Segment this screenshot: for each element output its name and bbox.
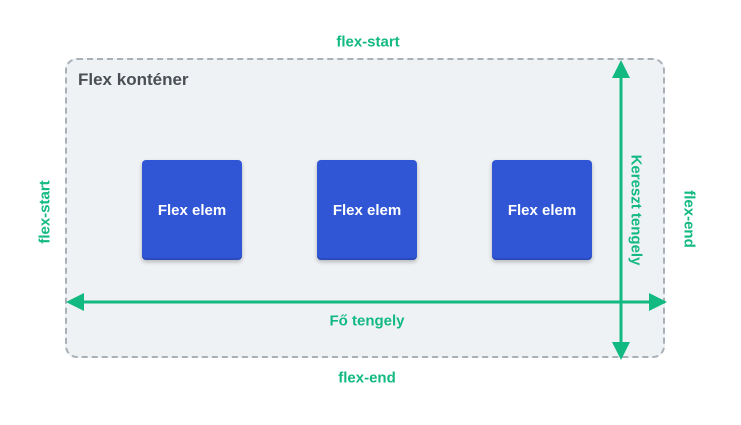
cross-axis-start-label: flex-start (336, 33, 400, 51)
cross-axis-bottom-arrowhead (612, 342, 630, 360)
main-axis-label: Fő tengely (329, 312, 405, 330)
main-axis-left-arrowhead (66, 293, 84, 311)
cross-axis-end-label: flex-end (338, 369, 396, 387)
main-axis-arrow (66, 293, 667, 311)
main-axis-right-arrowhead (649, 293, 667, 311)
flex-item-1: Flex elem (142, 160, 242, 260)
flex-item-3: Flex elem (492, 160, 592, 260)
main-axis-start-label: flex-start (36, 180, 54, 244)
flex-item-2: Flex elem (317, 160, 417, 260)
flex-container-label: Flex konténer (78, 70, 189, 89)
main-axis-end-label: flex-end (680, 190, 698, 248)
cross-axis-label: Kereszt tengely (627, 154, 645, 266)
cross-axis-top-arrowhead (612, 60, 630, 78)
cross-axis-arrow (612, 60, 630, 360)
